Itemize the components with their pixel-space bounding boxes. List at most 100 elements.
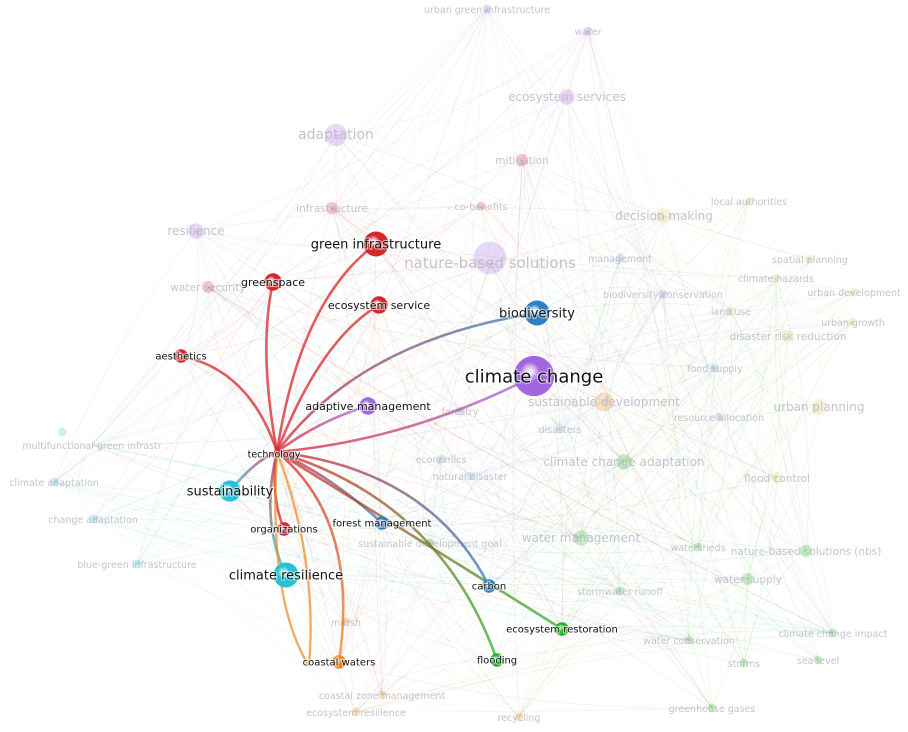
faded-node[interactable] xyxy=(88,514,98,524)
faded-node-label: resource allocation xyxy=(674,413,764,424)
faded-node[interactable] xyxy=(555,424,565,434)
faded-node[interactable] xyxy=(49,477,59,487)
faded-node[interactable] xyxy=(805,254,815,264)
faded-node[interactable] xyxy=(849,287,859,297)
node-green-infrastructure[interactable]: green infrastructure xyxy=(310,231,442,257)
faded-node-label: climate hazards xyxy=(738,274,814,285)
faded-node[interactable] xyxy=(436,454,446,464)
faded-node[interactable] xyxy=(781,329,795,343)
node-dot[interactable] xyxy=(490,653,504,667)
node-dot[interactable] xyxy=(482,579,496,593)
faded-node[interactable] xyxy=(325,201,339,215)
node-dot[interactable] xyxy=(332,655,346,669)
faded-node[interactable] xyxy=(771,273,781,283)
faded-node[interactable] xyxy=(515,153,529,167)
background-edge xyxy=(53,481,690,641)
background-edge xyxy=(429,461,625,544)
node-climate-resilience[interactable]: climate resilience xyxy=(228,562,344,588)
background-edge xyxy=(536,312,699,548)
node-carbon[interactable]: carbon xyxy=(471,579,507,594)
node-flooding[interactable]: flooding xyxy=(476,653,518,668)
node-dot[interactable] xyxy=(359,397,377,415)
faded-node[interactable] xyxy=(201,280,215,294)
node-dot[interactable] xyxy=(174,349,188,363)
faded-node[interactable] xyxy=(615,253,625,263)
faded-node-label: management xyxy=(588,254,652,265)
node-dot[interactable] xyxy=(370,296,388,314)
faded-node[interactable] xyxy=(799,544,813,558)
background-edge xyxy=(207,263,491,288)
background-edge xyxy=(587,30,745,664)
faded-node[interactable] xyxy=(57,427,67,437)
faded-node[interactable] xyxy=(132,559,142,569)
node-dot[interactable] xyxy=(375,516,389,530)
faded-node[interactable] xyxy=(739,658,749,668)
node-coastal-waters[interactable]: coastal waters xyxy=(302,655,376,670)
background-edge xyxy=(375,243,713,709)
faded-node[interactable] xyxy=(559,89,575,105)
node-dot[interactable] xyxy=(363,231,389,257)
node-dot[interactable] xyxy=(264,273,282,291)
faded-node[interactable] xyxy=(811,399,827,415)
faded-node[interactable] xyxy=(473,241,507,275)
node-dot[interactable] xyxy=(513,355,555,397)
node-climate-change[interactable]: climate change xyxy=(464,355,604,397)
faded-node[interactable] xyxy=(726,306,736,316)
faded-node[interactable] xyxy=(616,454,632,470)
faded-node[interactable] xyxy=(594,392,614,412)
faded-node[interactable] xyxy=(482,4,492,14)
faded-node[interactable] xyxy=(770,471,784,485)
node-dot[interactable] xyxy=(274,449,280,455)
node-technology[interactable]: technology xyxy=(247,448,302,461)
background-edge xyxy=(603,291,855,403)
faded-node[interactable] xyxy=(684,635,694,645)
node-organizations[interactable]: organizations xyxy=(249,522,319,537)
faded-node[interactable] xyxy=(658,289,668,299)
faded-node[interactable] xyxy=(656,208,672,224)
node-dot[interactable] xyxy=(219,480,241,502)
node-ecosystem-service[interactable]: ecosystem service xyxy=(327,296,431,314)
node-forest-management[interactable]: forest management xyxy=(331,516,433,531)
faded-node[interactable] xyxy=(476,201,486,211)
background-edge xyxy=(561,258,811,630)
faded-node[interactable] xyxy=(848,317,858,327)
background-edge xyxy=(53,257,621,483)
faded-node[interactable] xyxy=(714,412,724,422)
faded-node[interactable] xyxy=(615,586,625,596)
faded-node-label: infrastructure xyxy=(296,203,368,215)
node-ecosystem-restoration[interactable]: ecosystem restoration xyxy=(505,622,619,637)
faded-node[interactable] xyxy=(351,707,361,717)
node-greenspace[interactable]: greenspace xyxy=(240,273,306,291)
node-dot[interactable] xyxy=(524,300,550,326)
faded-node[interactable] xyxy=(324,123,348,147)
faded-node[interactable] xyxy=(583,26,593,36)
node-dot[interactable] xyxy=(277,522,291,536)
node-dot[interactable] xyxy=(555,622,569,636)
faded-node[interactable] xyxy=(573,530,589,546)
faded-node-label: urban planning xyxy=(773,400,864,414)
faded-node[interactable] xyxy=(188,223,204,239)
faded-node[interactable] xyxy=(707,703,717,713)
background-edge xyxy=(488,585,621,602)
node-dot[interactable] xyxy=(273,562,299,588)
background-edge xyxy=(381,458,442,696)
background-edge xyxy=(489,263,690,641)
node-biodiversity[interactable]: biodiversity xyxy=(498,300,576,326)
faded-node[interactable] xyxy=(693,542,703,552)
background-edge xyxy=(429,542,690,641)
faded-node[interactable] xyxy=(744,196,754,206)
faded-node[interactable] xyxy=(741,572,755,586)
background-edge xyxy=(92,134,337,520)
faded-node[interactable] xyxy=(514,712,524,722)
faded-node[interactable] xyxy=(828,628,838,638)
node-aesthetics[interactable]: aesthetics xyxy=(154,349,208,364)
faded-node[interactable] xyxy=(813,655,823,665)
faded-node[interactable] xyxy=(377,690,387,700)
faded-node[interactable] xyxy=(465,471,475,481)
node-adaptive-management[interactable]: adaptive management xyxy=(304,397,432,415)
background-edge xyxy=(566,96,621,592)
background-edge xyxy=(580,310,732,539)
background-edge xyxy=(533,321,854,377)
node-sustainability[interactable]: sustainability xyxy=(186,480,275,502)
faded-node[interactable] xyxy=(710,363,720,373)
